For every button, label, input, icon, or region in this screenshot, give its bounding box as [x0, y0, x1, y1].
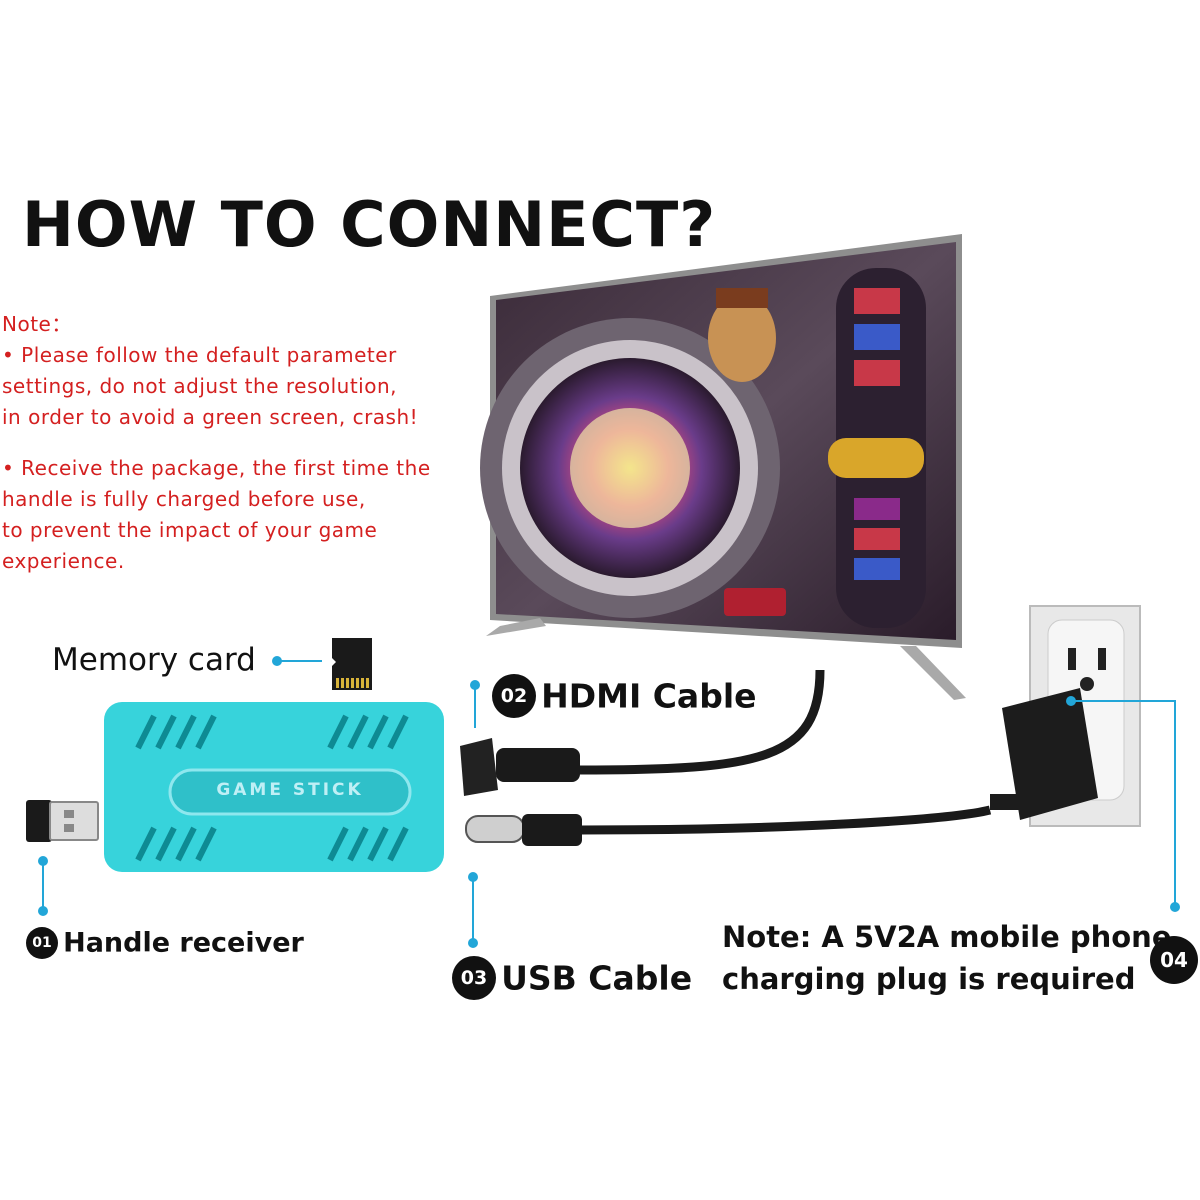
note-line: settings, do not adjust the resolution, — [2, 374, 397, 398]
step-4-line-2: charging plug is required — [722, 962, 1136, 996]
pointer-line — [472, 876, 474, 942]
note-line: experience. — [2, 549, 125, 573]
step-1-badge: 01 — [26, 927, 58, 959]
pointer-line — [42, 860, 44, 910]
pointer-line — [278, 660, 322, 662]
note-heading: Note： — [2, 312, 72, 336]
note-spacer — [2, 433, 431, 453]
note-line: in order to avoid a green screen, crash! — [2, 405, 419, 429]
pointer-dot — [38, 906, 48, 916]
step-3-text: USB Cable — [501, 958, 693, 998]
pointer-dot — [468, 938, 478, 948]
wall-charger-illustration — [990, 605, 1141, 827]
pointer-dot — [1170, 902, 1180, 912]
stick-label: GAME STICK — [216, 780, 364, 800]
note-block: Note： • Please follow the default parame… — [2, 309, 431, 577]
step-1-label: 01 Handle receiver — [26, 927, 304, 959]
step-1-text: Handle receiver — [63, 927, 304, 959]
memory-card-label: Memory card — [52, 642, 256, 678]
game-stick-device: GAME STICK — [104, 702, 444, 872]
note-line: to prevent the impact of your game — [2, 518, 378, 542]
tv-illustration — [480, 234, 966, 700]
pointer-line — [1070, 700, 1176, 702]
stick-vent-pattern — [135, 714, 412, 862]
step-3-badge: 03 — [452, 956, 496, 1000]
cables-illustration — [460, 669, 992, 846]
memory-card-icon — [332, 638, 372, 690]
step-4-line-1: Note: A 5V2A mobile phone — [722, 920, 1172, 954]
pointer-dot — [272, 656, 282, 666]
note-line: • Receive the package, the first time th… — [2, 456, 431, 480]
pointer-line — [474, 684, 476, 728]
usb-receiver-illustration — [26, 800, 99, 842]
step-4-badge: 04 — [1150, 936, 1198, 984]
page-title: HOW TO CONNECT? — [22, 188, 717, 261]
step-2-label: 02 HDMI Cable — [492, 674, 757, 718]
note-line: • Please follow the default parameter — [2, 343, 397, 367]
step-2-text: HDMI Cable — [541, 676, 757, 716]
step-3-label: 03 USB Cable — [452, 956, 692, 1000]
note-line: handle is fully charged before use, — [2, 487, 366, 511]
step-4-text: Note: A 5V2A mobile phone charging plug … — [722, 916, 1172, 1000]
pointer-line — [1174, 700, 1176, 906]
step-2-badge: 02 — [492, 674, 536, 718]
